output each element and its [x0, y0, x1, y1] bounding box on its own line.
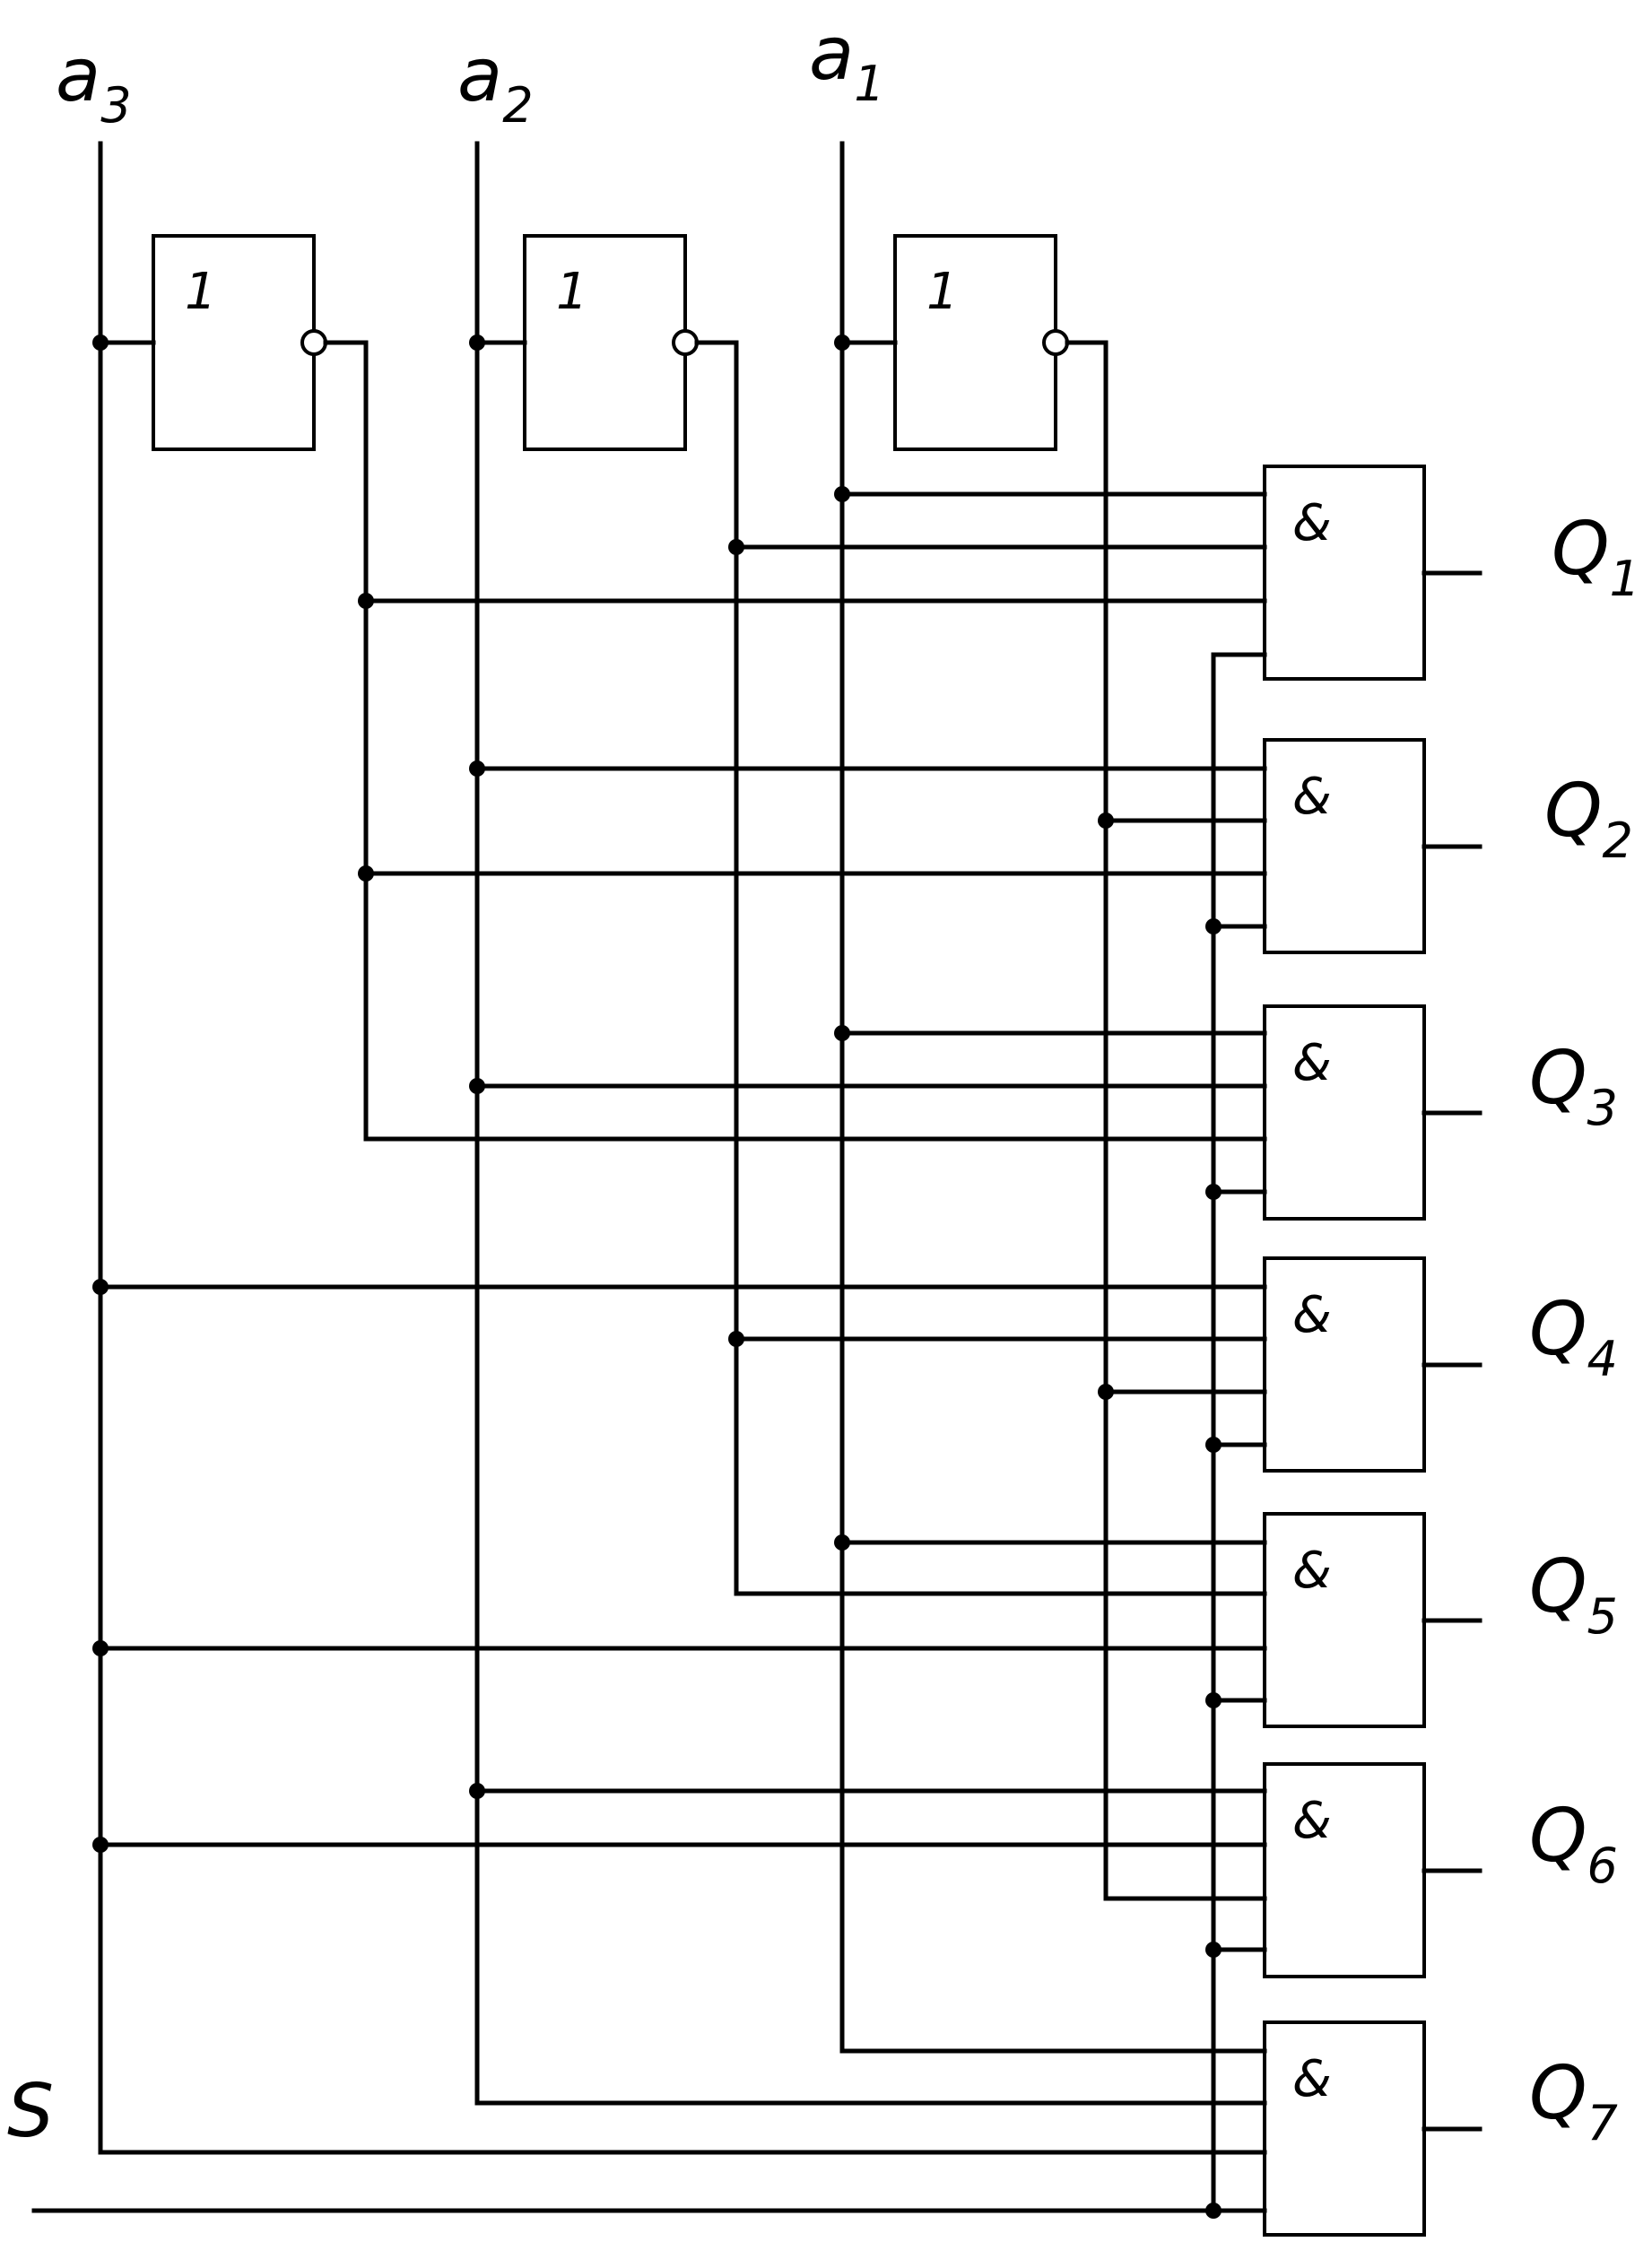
and-gate-q6: &: [1263, 1762, 1426, 1978]
gate-input-wires: [98, 491, 1267, 2213]
not-gate-a1: 1: [893, 234, 1069, 451]
not-gate-a3: 1: [152, 234, 327, 451]
output-label-q7: Q7: [1529, 2051, 1618, 2151]
gate-output-wires: [1422, 570, 1482, 2132]
junction-dots: [92, 335, 1222, 2219]
svg-text:&: &: [1292, 1792, 1332, 1850]
output-label-q1: Q1: [1552, 507, 1640, 607]
input-label-a1: a1: [809, 12, 885, 112]
svg-text:&: &: [1292, 2050, 1332, 2108]
input-label-a3: a3: [56, 33, 132, 134]
input-label-a2: a2: [457, 33, 534, 134]
svg-text:1: 1: [185, 263, 217, 321]
output-label-q4: Q4: [1529, 1287, 1618, 1387]
bus-strobe: [31, 652, 1216, 2213]
bus-not-a1: [1065, 340, 1109, 1901]
svg-text:1: 1: [926, 263, 959, 321]
svg-text:1: 1: [556, 263, 588, 321]
output-label-q6: Q6: [1529, 1794, 1618, 1894]
bus-not-a3: [323, 340, 369, 1142]
strobe-label-s: S: [7, 2069, 54, 2154]
svg-text:&: &: [1292, 494, 1332, 552]
and-gate-q1: &: [1263, 465, 1426, 681]
and-gate-q4: &: [1263, 1256, 1426, 1473]
and-gate-q7: &: [1263, 2020, 1426, 2237]
not-gate-a2: 1: [523, 234, 699, 451]
and-gate-q5: &: [1263, 1512, 1426, 1728]
and-gate-q2: &: [1263, 738, 1426, 954]
svg-text:&: &: [1292, 1542, 1332, 1600]
svg-text:&: &: [1292, 1034, 1332, 1092]
bus-not-a2: [694, 340, 739, 1596]
svg-text:&: &: [1292, 1286, 1332, 1344]
svg-text:&: &: [1292, 768, 1332, 826]
output-label-q3: Q3: [1529, 1036, 1618, 1136]
and-gate-q3: &: [1263, 1004, 1426, 1221]
output-label-q5: Q5: [1529, 1544, 1618, 1645]
output-label-q2: Q2: [1544, 769, 1633, 869]
